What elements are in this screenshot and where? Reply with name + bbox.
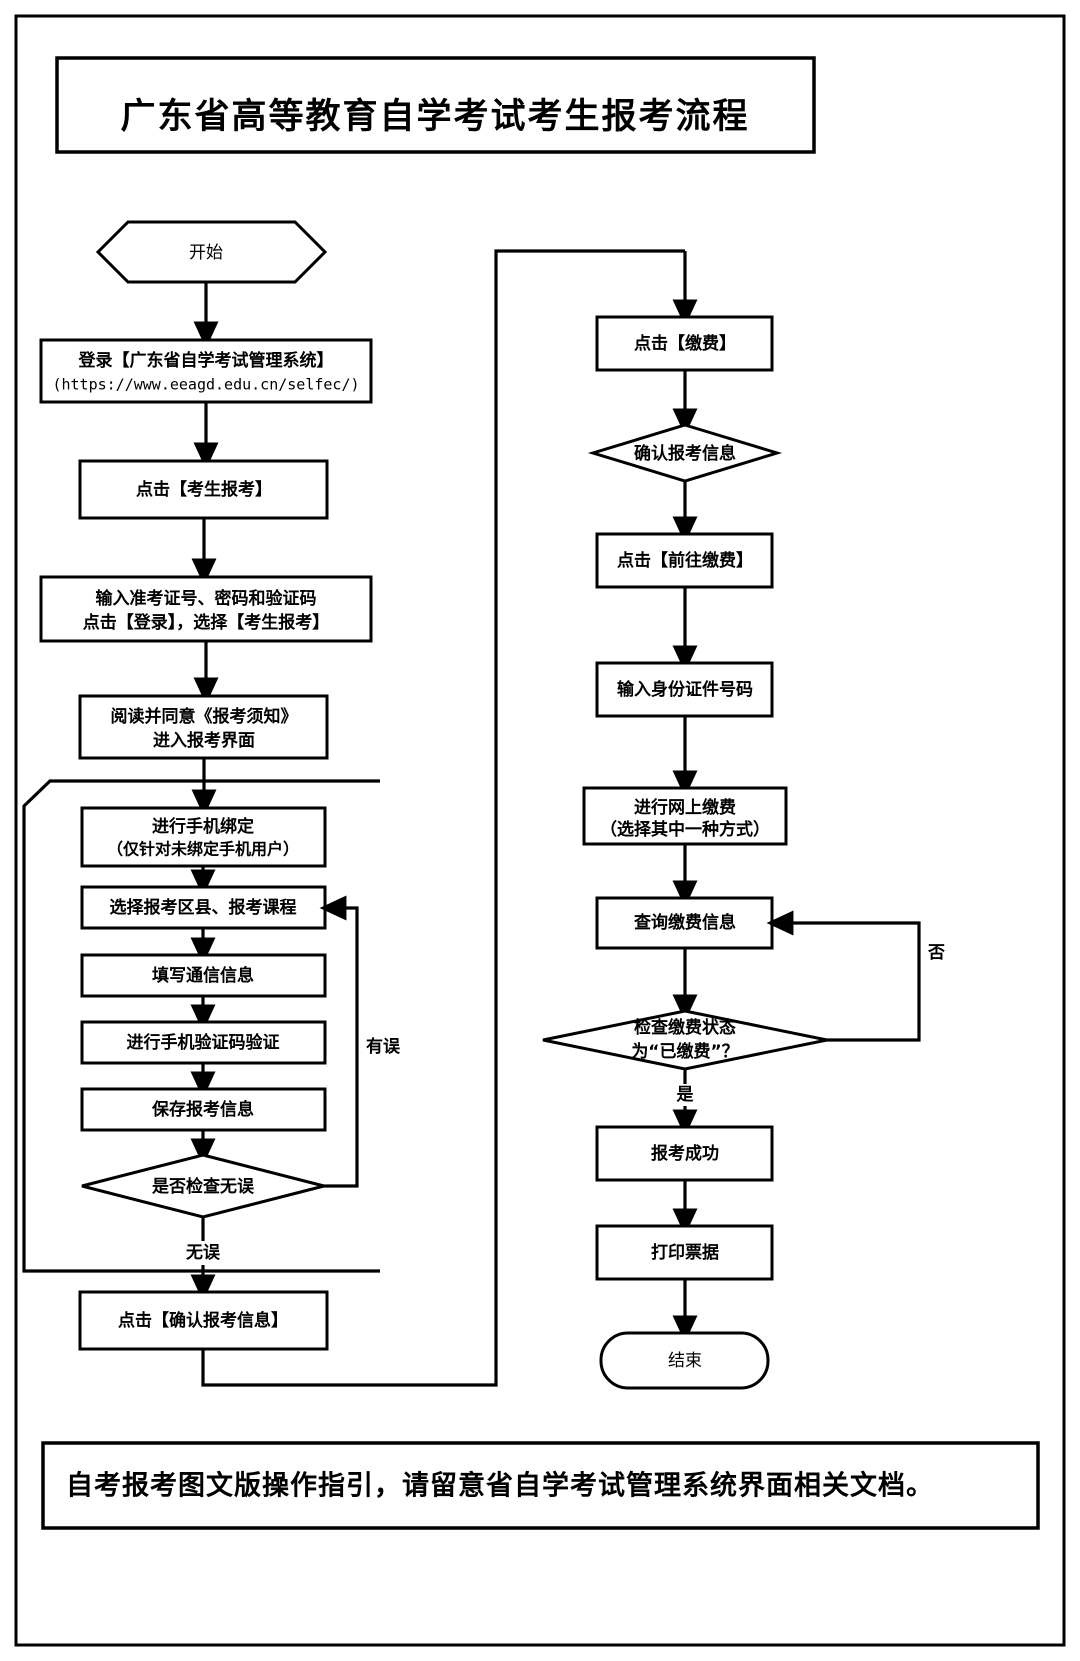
edge-label-no: 否 (927, 943, 945, 963)
title-box (55, 56, 816, 154)
page-border (14, 14, 1066, 1647)
node-confirm-info-shape (78, 1290, 329, 1351)
node-save-info-shape (80, 1087, 327, 1132)
node-click-apply-shape (78, 459, 329, 520)
edge-confirminfo-clickpay-bridge (201, 249, 685, 1387)
page-title: 广东省高等教育自学考试考生报考流程 (120, 96, 749, 137)
node-bind-phone-line2: （仅针对未绑定手机用户） (107, 840, 299, 859)
node-goto-pay-label: 点击【前往缴费】 (617, 550, 753, 571)
node-select-course-shape (80, 885, 327, 930)
loop-outer-bracket (22, 779, 380, 1273)
node-read-notice-line1: 阅读并同意《报考须知》 (111, 706, 298, 727)
node-start-label: 开始 (189, 243, 223, 263)
edge-checkpaid-querypay-no (766, 910, 921, 1042)
label-bg-no-error (178, 1241, 228, 1265)
node-enter-creds-line1: 输入准考证号、密码和验证码 (96, 588, 317, 609)
node-end-label: 结束 (668, 1351, 702, 1371)
node-end-shape (599, 1331, 770, 1390)
node-save-info-label: 保存报考信息 (151, 1099, 254, 1120)
node-online-pay-line1: 进行网上缴费 (634, 797, 736, 818)
node-print-receipt-shape (595, 1224, 774, 1281)
node-enter-id-shape (595, 661, 774, 718)
node-online-pay-shape (582, 786, 788, 846)
node-print-receipt-label: 打印票据 (651, 1242, 719, 1263)
node-bind-phone-shape (80, 806, 327, 868)
node-select-course-label: 选择报考区县、报考课程 (110, 897, 297, 918)
node-check-ok-label: 是否检查无误 (152, 1176, 255, 1197)
footer-note-text: 自考报考图文版操作指引，请留意省自学考试管理系统界面相关文档。 (66, 1470, 934, 1502)
node-login-line2: (https://www.eeagd.edu.cn/selfec/) (52, 376, 359, 394)
node-fill-contact-label: 填写通信信息 (152, 965, 254, 986)
label-bg-yes (665, 1084, 705, 1106)
node-apply-success-shape (595, 1125, 774, 1182)
node-click-pay-label: 点击【缴费】 (634, 333, 736, 354)
node-verify-sms-shape (80, 1020, 327, 1065)
node-apply-success-label: 报考成功 (651, 1143, 719, 1164)
edge-label-yes-text: 是 (677, 1085, 694, 1105)
node-read-notice-line2: 进入报考界面 (153, 730, 255, 751)
node-enter-creds-line2: 点击【登录】，选择【考生报考】 (83, 612, 330, 633)
node-bind-phone-line1: 进行手机绑定 (152, 816, 254, 837)
node-confirm-info-label: 点击【确认报考信息】 (118, 1310, 288, 1331)
node-goto-pay-shape (595, 532, 774, 589)
node-start-shape (95, 220, 328, 284)
node-confirm-apply-label: 确认报考信息 (634, 443, 736, 464)
node-enter-id-label: 输入身份证件号码 (617, 679, 753, 700)
node-login-line1: 登录【广东省自学考试管理系统】 (78, 350, 334, 371)
node-verify-sms-label: 进行手机验证码验证 (127, 1032, 280, 1053)
edge-label-has-error: 有误 (366, 1036, 401, 1057)
node-query-pay-label: 查询缴费信息 (633, 912, 736, 933)
edge-label-no-error-text: 无误 (185, 1243, 221, 1263)
footer-note-box (41, 1441, 1040, 1530)
node-check-paid-line1: 检查缴费状态 (634, 1017, 736, 1038)
edge-checkok-selectcourse-error (319, 895, 359, 1188)
node-online-pay-line2: （选择其中一种方式） (600, 819, 770, 840)
node-check-paid-line2: 为“已缴费”？ (631, 1041, 738, 1062)
node-click-apply-label: 点击【考生报考】 (136, 479, 272, 500)
